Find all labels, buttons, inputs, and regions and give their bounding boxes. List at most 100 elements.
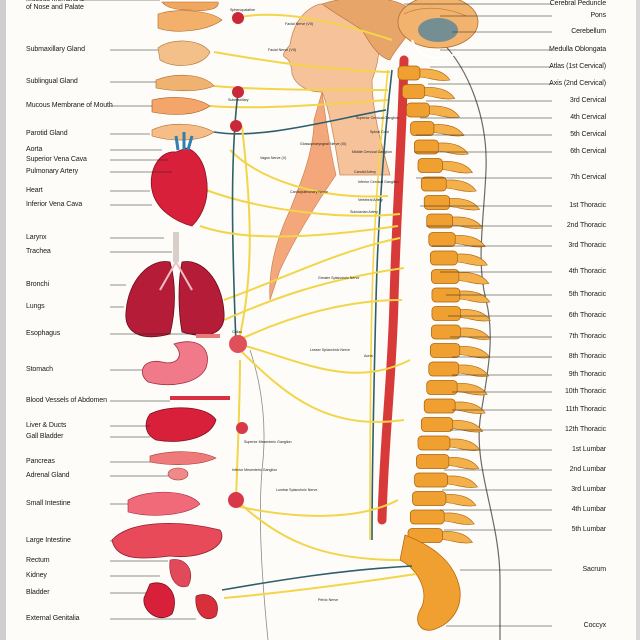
vertebra-process <box>459 346 491 359</box>
inner-label-i21: Pelvic Nerve <box>318 598 339 602</box>
label-l18: Gall Bladder <box>26 433 64 440</box>
label-l10: Larynx <box>26 234 47 241</box>
label-l14: Esophagus <box>26 330 61 337</box>
vertebra-process <box>443 512 475 525</box>
nerve-6 <box>205 189 401 217</box>
external-genitalia <box>195 594 218 620</box>
nerve-3 <box>209 99 389 109</box>
inner-label-i20: Lumbar Splanchnic Nerve <box>276 488 318 492</box>
adrenal-gland <box>167 467 189 481</box>
stomach <box>142 341 208 385</box>
nerve-10 <box>239 349 405 423</box>
vertebra-process <box>445 179 477 192</box>
label-l16: Blood Vessels of Abdomen <box>26 397 107 404</box>
nerve-14 <box>221 565 413 591</box>
vertebra-body <box>420 176 447 192</box>
nerve-18 <box>199 225 399 238</box>
label-r1: Pons <box>590 12 606 19</box>
left-frame-edge <box>0 0 6 640</box>
vertebra-process <box>460 309 491 322</box>
inner-label-i3: Submaxillary <box>228 98 249 102</box>
small-intestine <box>127 491 201 516</box>
nerve-15 <box>223 573 417 599</box>
inner-label-i2: Facial Nerve (VII) <box>268 48 296 52</box>
vertebra-process <box>445 494 477 507</box>
vertebra-body <box>414 472 448 488</box>
label-r4: Atlas (1st Cervical) <box>549 63 606 70</box>
nerve-1 <box>213 51 391 73</box>
sympathetic-chain <box>371 69 393 541</box>
nerve-16 <box>231 91 239 345</box>
vertebra-body <box>406 102 430 118</box>
nerve-9 <box>237 343 411 374</box>
label-l9: Inferior Vena Cava <box>26 201 83 208</box>
label-l5: Aorta <box>26 146 43 153</box>
superior-mesenteric-ganglion <box>236 422 248 434</box>
vertebra-body <box>423 398 456 414</box>
liver <box>145 407 217 442</box>
label-r7: 4th Cervical <box>570 114 606 121</box>
label-l8: Heart <box>26 187 43 194</box>
vertebra-body <box>409 509 445 525</box>
leader-lines <box>80 0 552 627</box>
label-r26: 4th Lumbar <box>571 506 607 513</box>
inferior-mesenteric-ganglion <box>228 492 244 508</box>
inner-label-i18: Superior Mesenteric Ganglion <box>244 440 292 444</box>
label-r20: 10th Thoracic <box>565 388 606 395</box>
vertebra-body <box>417 435 451 451</box>
vertebra-process <box>452 420 484 433</box>
vertebra-process <box>433 124 465 137</box>
vertebra-body <box>428 361 460 377</box>
vertebra-body <box>420 417 454 432</box>
organs <box>111 1 230 620</box>
vertebra-body <box>410 121 435 136</box>
palate <box>157 10 223 32</box>
label-r21: 11th Thoracic <box>565 406 607 413</box>
label-l12: Bronchi <box>26 281 50 288</box>
label-l17: Liver & Ducts <box>26 422 67 429</box>
vertebra-process <box>457 253 488 266</box>
inner-label-i15: Lesser Splanchnic Nerve <box>310 348 350 352</box>
label-l7: Pulmonary Artery <box>26 168 79 175</box>
neck-front <box>269 91 337 301</box>
inner-label-i1: Sphenopalatine <box>230 8 255 12</box>
nerve-5 <box>229 149 389 198</box>
vertebra-process <box>449 198 481 211</box>
label-l26: External Genitalia <box>26 615 80 622</box>
vertebra-process <box>458 272 490 285</box>
rectum <box>169 559 192 588</box>
large-intestine <box>111 523 223 559</box>
vertebra-process <box>442 531 473 544</box>
label-l20: Adrenal Gland <box>26 472 70 479</box>
vertebra-process <box>429 105 460 118</box>
label-l1: Submaxillary Gland <box>26 46 85 53</box>
nerve-2 <box>213 85 389 91</box>
label-l6: Superior Vena Cava <box>26 156 87 163</box>
label-r24: 2nd Lumbar <box>569 466 606 473</box>
celiac-ganglion <box>229 335 247 353</box>
nerve-13 <box>235 499 401 561</box>
vertebra-body <box>429 250 458 266</box>
label-l21: Small Intestine <box>26 500 71 507</box>
nerve-12 <box>235 499 399 517</box>
inner-label-i8: Spinal Cord <box>370 130 389 134</box>
label-l25: Bladder <box>26 589 50 596</box>
vertebra-body <box>429 343 461 358</box>
vertebra-process <box>452 216 484 229</box>
vertebra-process <box>460 327 491 340</box>
label-r2: Cerebellum <box>571 28 606 35</box>
nerve-8 <box>229 299 403 345</box>
label-l0: Mucous Membrane of Nose and Palate <box>26 0 85 11</box>
label-r23: 1st Lumbar <box>571 446 606 453</box>
right-frame-edge <box>636 0 640 640</box>
submaxillary-gland <box>157 40 211 66</box>
label-r0: Cerebral Peduncle <box>549 0 606 7</box>
label-r18: 8th Thoracic <box>568 353 606 360</box>
label-r6: 3rd Cervical <box>569 97 606 104</box>
vertebra-body <box>397 65 421 81</box>
vertebra-body <box>428 232 456 247</box>
submaxillary-ganglion <box>232 86 244 98</box>
nose-mucosa <box>161 1 219 11</box>
label-r12: 2nd Thoracic <box>566 222 606 229</box>
label-r17: 7th Thoracic <box>568 333 606 340</box>
